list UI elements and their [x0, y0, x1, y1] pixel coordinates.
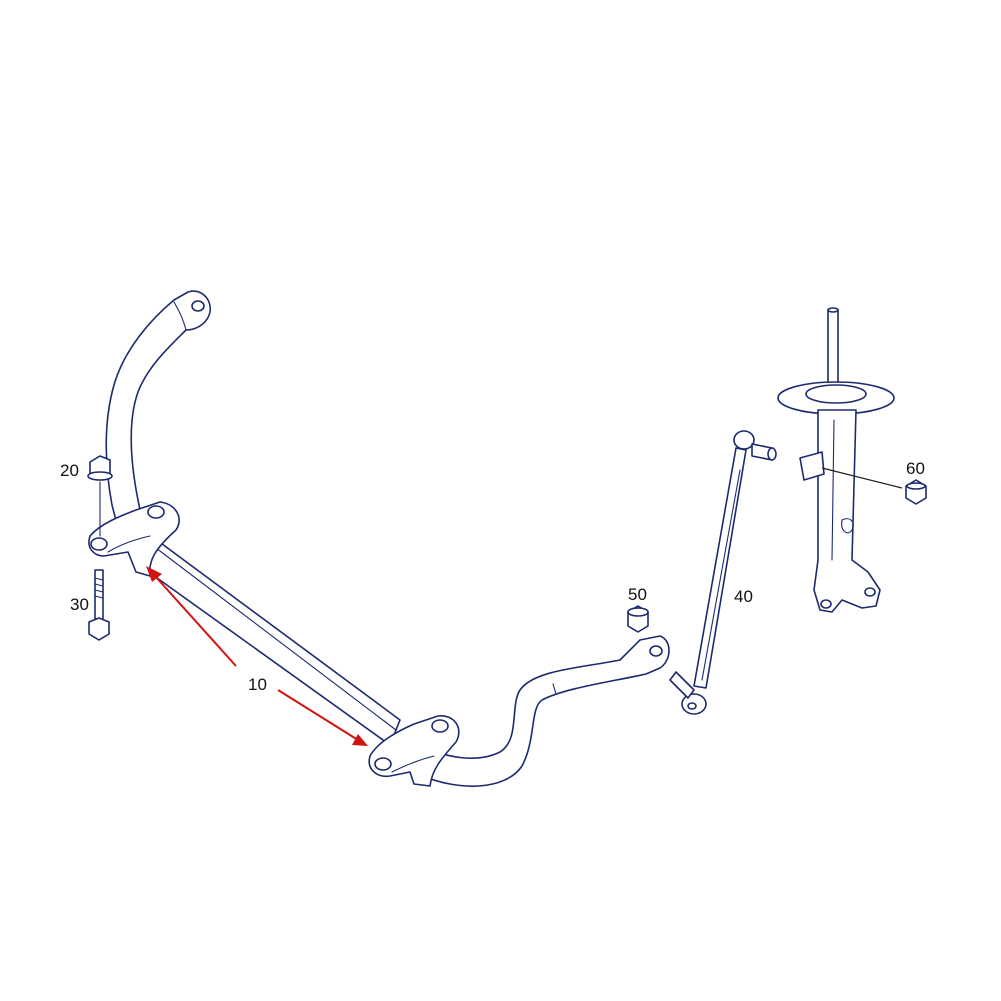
right-bushing-clamp [368, 715, 460, 787]
link-upper-stud-end [767, 447, 777, 461]
stabilizer-bar-main-tube [131, 534, 401, 746]
strut-weld-detail [841, 518, 854, 534]
link-rod [693, 447, 747, 689]
arrow-to-right-bushing [277, 689, 359, 741]
label-part-40: 40 [734, 587, 753, 606]
right-bend-marker [552, 683, 557, 695]
label-part-10: 10 [248, 675, 267, 694]
bolt-30 [88, 569, 110, 641]
right-clamp-edge [391, 755, 435, 773]
strut-bracket-leader-60 [821, 467, 903, 489]
label-part-60: 60 [906, 459, 925, 478]
strut-mount-hole-lower [820, 599, 832, 609]
arrow-head-right [352, 734, 368, 746]
strut-piston-rod [827, 309, 839, 385]
left-clamp-bolt-hole-front [90, 537, 108, 551]
link-rod-edge [701, 469, 741, 681]
right-clamp-bolt-hole-front [374, 757, 392, 771]
nut-50 [627, 605, 649, 633]
strut-link-bracket [799, 451, 825, 481]
bolt-30-shank [94, 569, 104, 621]
arrow-to-left-bushing [154, 575, 237, 667]
link-upper-joint [733, 430, 755, 450]
label-part-20: 20 [60, 461, 79, 480]
left-arm-eye-hole [191, 300, 205, 312]
label-part-30: 30 [70, 595, 89, 614]
link-lower-stud [669, 671, 695, 699]
left-clamp-bolt-hole-rear [147, 505, 165, 519]
left-arm-fold [173, 301, 187, 331]
link-lower-hole [687, 702, 697, 710]
right-clamp-bolt-hole-rear [431, 719, 449, 733]
arrow-head-left [146, 566, 162, 582]
label-part-50: 50 [628, 585, 647, 604]
strut-spring-seat-inner [805, 384, 867, 404]
nut-60-top [906, 482, 926, 490]
main-tube-highlight [155, 547, 397, 731]
right-clamp-body [368, 715, 460, 787]
stabilizer-bar-right-bend [419, 635, 670, 787]
stabilizer-link-40 [669, 430, 777, 715]
strut-body-seam [831, 419, 835, 561]
nut-20-flange [87, 471, 113, 481]
bolt-30-thread [94, 577, 104, 599]
flange-nut-20 [87, 455, 113, 537]
shock-absorber-strut [777, 307, 903, 613]
bolt-30-head [88, 617, 110, 641]
right-arm-eye-hole [649, 645, 663, 657]
strut-rod-tip [827, 307, 839, 313]
left-clamp-body [88, 501, 180, 577]
nut-60 [905, 479, 927, 505]
left-bushing-clamp [88, 501, 180, 577]
strut-mount-hole-upper [864, 587, 876, 597]
left-clamp-edge [107, 535, 151, 553]
callout-arrows-10 [146, 566, 368, 746]
stabilizer-bar [105, 290, 670, 787]
nut-50-top [627, 607, 649, 617]
strut-body [813, 409, 881, 613]
stabilizer-bar-left-arm [105, 290, 211, 529]
